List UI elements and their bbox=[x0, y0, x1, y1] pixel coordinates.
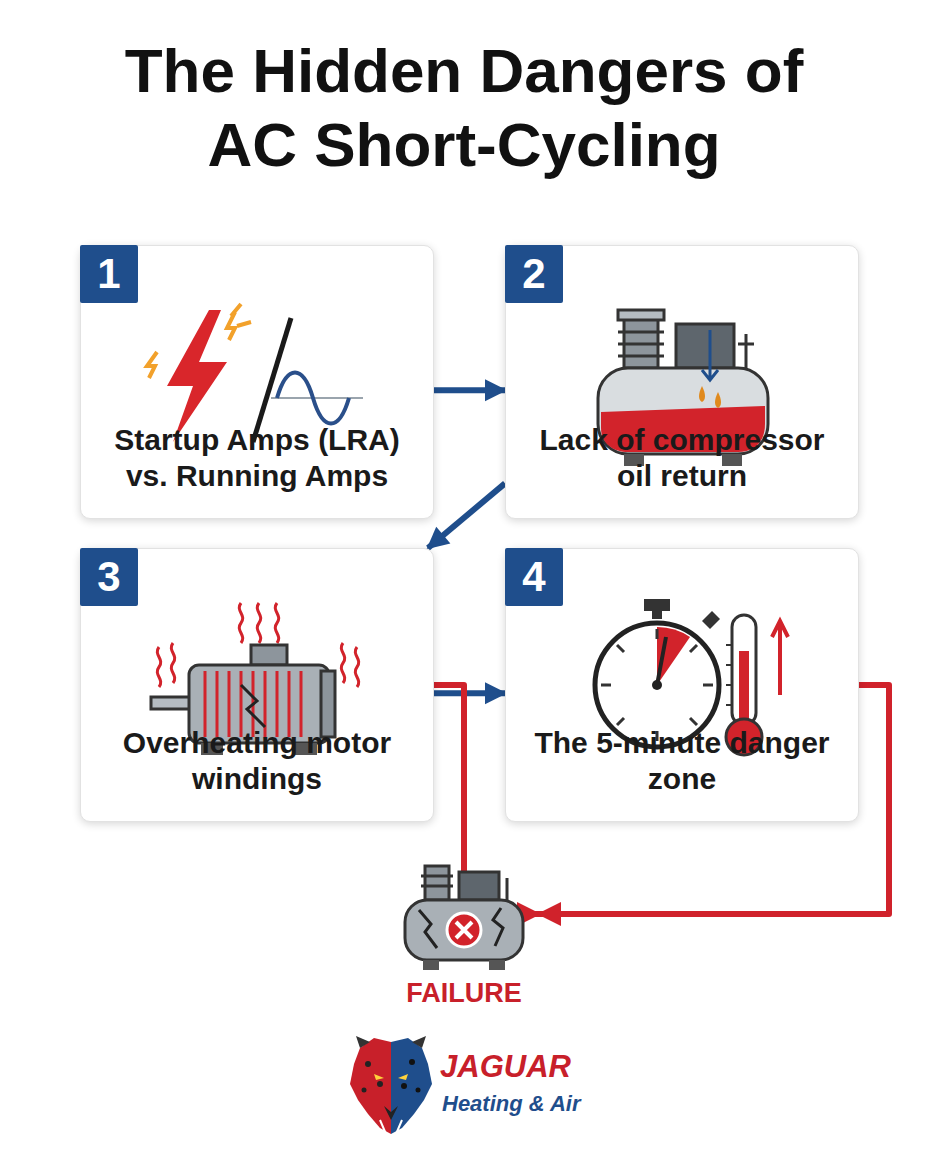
broken-compressor-icon bbox=[389, 862, 539, 972]
step-card: The 5-minute danger zone 4 bbox=[505, 548, 859, 822]
brand-name: JAGUAR bbox=[440, 1050, 571, 1084]
step-card: Startup Amps (LRA) vs. Running Amps 1 bbox=[80, 245, 434, 519]
step-caption: Startup Amps (LRA) vs. Running Amps bbox=[93, 422, 421, 494]
flow-arrow bbox=[434, 387, 505, 393]
callout-number: 4 bbox=[522, 556, 545, 598]
step-caption: Lack of compressor oil return bbox=[518, 422, 846, 494]
callout-number: 3 bbox=[97, 556, 120, 598]
jaguar-logo bbox=[346, 1034, 436, 1138]
failure-node: FAILURE bbox=[389, 862, 539, 1009]
flow-arrow bbox=[428, 483, 505, 548]
callout-number: 2 bbox=[522, 253, 545, 295]
callout-number: 1 bbox=[97, 253, 120, 295]
step-badge: 1 bbox=[80, 245, 138, 303]
step-caption: The 5-minute danger zone bbox=[518, 725, 846, 797]
step-caption: Overheating motor windings bbox=[93, 725, 421, 797]
step-card: Overheating motor windings 3 bbox=[80, 548, 434, 822]
step-badge: 3 bbox=[80, 548, 138, 606]
step-badge: 4 bbox=[505, 548, 563, 606]
flow-arrow bbox=[434, 690, 505, 696]
step-badge: 2 bbox=[505, 245, 563, 303]
brand-tagline: Heating & Air bbox=[442, 1092, 581, 1116]
failure-label: FAILURE bbox=[389, 978, 539, 1009]
diagram-title: The Hidden Dangers of AC Short-Cycling bbox=[124, 34, 804, 183]
step-card: Lack of compressor oil return 2 bbox=[505, 245, 859, 519]
